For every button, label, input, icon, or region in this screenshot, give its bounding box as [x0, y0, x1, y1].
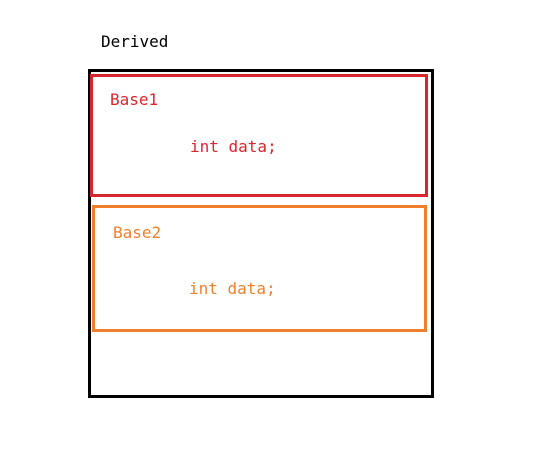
derived-title: Derived: [101, 32, 169, 51]
base2-field: int data;: [189, 279, 276, 298]
base1-box: [90, 74, 428, 197]
base1-field: int data;: [190, 137, 277, 156]
base2-box: [92, 205, 427, 332]
base2-title: Base2: [113, 223, 162, 242]
base1-title: Base1: [110, 90, 159, 109]
derived-box: [88, 69, 434, 398]
